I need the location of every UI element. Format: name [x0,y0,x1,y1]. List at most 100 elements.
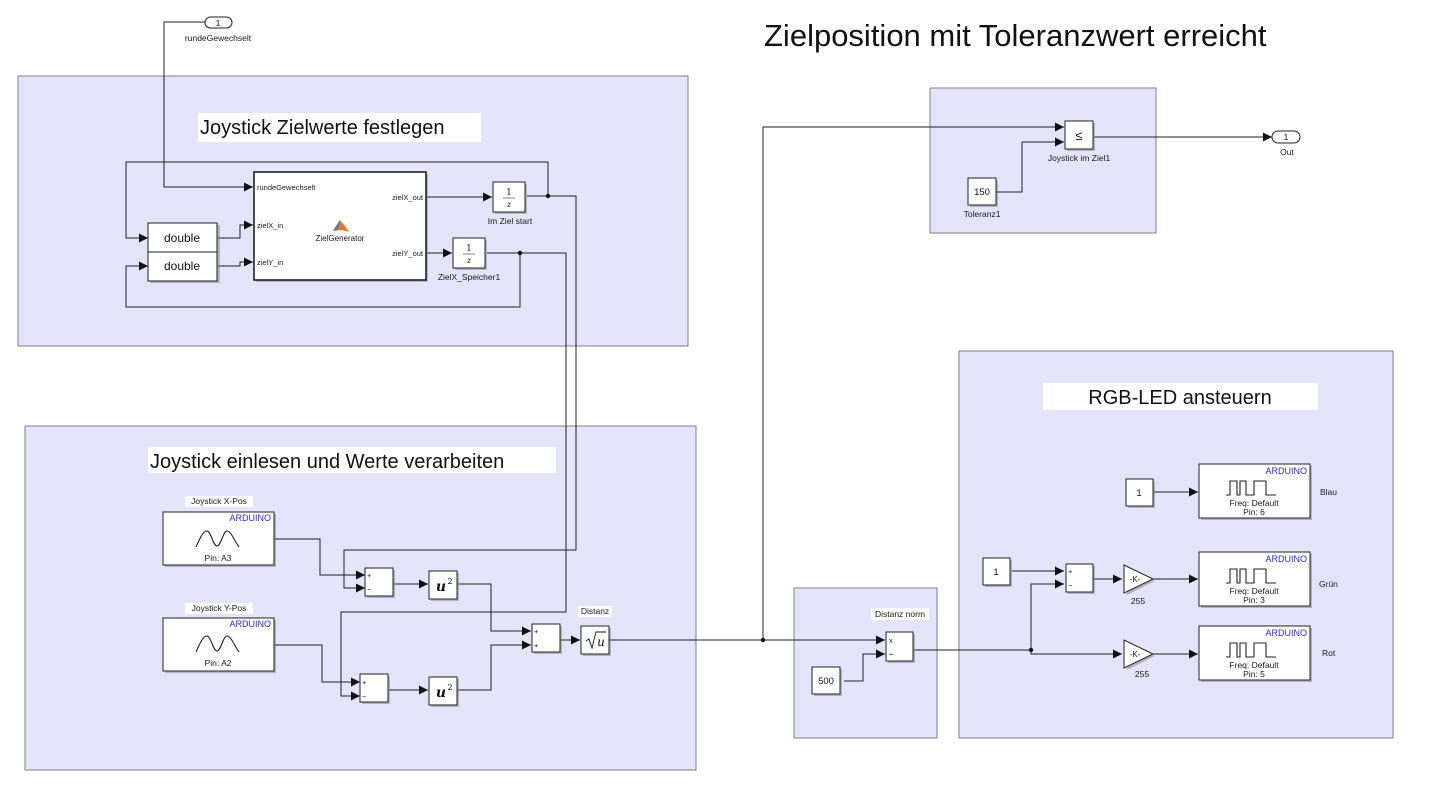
svg-text:u: u [597,635,605,649]
svg-text:Distanz: Distanz [581,606,609,616]
svg-text:1: 1 [993,567,998,578]
svg-text:double: double [164,231,200,245]
svg-text:Pin: 3: Pin: 3 [1243,595,1265,605]
svg-text:ARDUINO: ARDUINO [1265,554,1307,564]
svg-text:1: 1 [466,244,472,254]
svg-text:x: x [889,636,893,645]
svg-text:Pin: A2: Pin: A2 [205,658,232,668]
divide-distanz-norm[interactable]: Distanz norm x ÷ [871,608,929,663]
pwm-blau-label: Blau [1320,487,1337,497]
svg-text:Joystick Y-Pos: Joystick Y-Pos [192,603,247,613]
pwm-gruen[interactable]: ARDUINO Freq: Default Pin: 3 Grün [1198,551,1338,608]
delay-x-label: Im Ziel start [488,216,533,226]
sqrt-distanz-block[interactable]: Distanz u [578,606,612,656]
svg-text:zielY_out: zielY_out [392,249,424,258]
svg-text:1: 1 [216,18,221,28]
svg-text:−: − [362,692,367,701]
svg-text:ARDUINO: ARDUINO [1265,628,1307,638]
svg-text:ARDUINO: ARDUINO [1265,466,1307,476]
svg-text:−: − [1068,581,1073,590]
svg-text:ARDUINO: ARDUINO [229,513,271,523]
svg-text:zielX_in: zielX_in [257,221,283,230]
svg-text:1: 1 [1136,488,1141,499]
analog-input-wave-icon [195,530,240,548]
sum-x-block[interactable]: + − [364,567,395,598]
svg-text:÷: ÷ [889,650,893,659]
sum-total-block[interactable]: + + [531,623,562,654]
outport-out[interactable]: 1 Out [1271,130,1301,157]
svg-text:500: 500 [818,676,834,687]
svg-text:u: u [436,579,446,595]
data-type-conversion-y[interactable]: double [147,251,220,283]
constant-subtrahend[interactable]: 1 [982,557,1012,587]
pwm-rot[interactable]: ARDUINO Freq: Default Pin: 5 Rot [1198,625,1336,682]
constant-500[interactable]: 500 [811,666,842,696]
svg-text:2: 2 [447,683,452,692]
svg-text:Pin: A3: Pin: A3 [205,553,232,563]
svg-text:-K-: -K- [1130,650,1141,659]
data-type-conversion-x[interactable]: double [147,222,220,254]
svg-text:≤: ≤ [1075,128,1082,143]
inport-runde-gewechselt[interactable]: 1 rundeGewechselt [185,16,252,43]
diagram-title: Zielposition mit Toleranzwert erreicht [764,18,1267,53]
area-annotation-rgb: RGB-LED ansteuern [1088,387,1271,409]
sqrt-icon [585,631,606,650]
sum-y-block[interactable]: + − [359,673,390,704]
gain-rot[interactable]: -K- 255 [1123,639,1155,679]
analog-input-joystick-y[interactable]: Joystick Y-Pos ARDUINO Pin: A2 [162,603,276,673]
svg-text:150: 150 [974,187,990,198]
svg-text:−: − [367,585,372,594]
svg-text:z: z [466,256,472,265]
svg-text:Pin: 6: Pin: 6 [1243,507,1265,517]
signal-lines [125,21,1272,701]
square-x-block[interactable]: u 2 [428,570,459,601]
constant-toleranz-label: Toleranz1 [964,209,1001,219]
subtract-block[interactable]: + − [1065,563,1095,594]
gain-rot-value: 255 [1135,669,1149,679]
svg-text:Pin: 5: Pin: 5 [1243,669,1265,679]
svg-text:1: 1 [506,188,512,198]
outport-label: Out [1280,147,1294,157]
svg-text:-K-: -K- [1130,575,1141,584]
analog-input-joystick-x[interactable]: Joystick X-Pos ARDUINO Pin: A3 [162,496,276,567]
pwm-rot-label: Rot [1322,648,1336,658]
svg-text:double: double [164,259,200,273]
svg-text:1: 1 [1284,132,1289,142]
constant-blau[interactable]: 1 [1125,478,1155,508]
compare-label: Joystick im Ziel1 [1048,153,1111,163]
constant-toleranz[interactable]: 150 Toleranz1 [964,177,1001,219]
svg-text:Freq: Default: Freq: Default [1229,498,1279,508]
svg-text:+: + [367,571,372,580]
pwm-wave-icon [1226,642,1276,658]
area-einlesen[interactable]: Joystick einlesen und Werte verarbeiten [24,425,697,771]
area-annotation-zielwerte: Joystick Zielwerte festlegen [200,117,445,139]
square-y-block[interactable]: u 2 [428,676,459,707]
area-tolerance[interactable] [929,87,1157,234]
svg-text:+: + [534,641,539,650]
svg-text:Distanz norm: Distanz norm [875,609,925,619]
compare-joystick-im-ziel[interactable]: ≤ Joystick im Ziel1 [1048,120,1111,163]
delay-y-label: ZielX_Speicher1 [438,272,501,282]
gain-gruen-value: 255 [1131,596,1145,606]
analog-input-wave-icon [195,635,240,653]
svg-text:+: + [1068,567,1073,576]
unit-delay-im-ziel-start[interactable]: 1 z Im Ziel start [488,181,533,226]
svg-text:ARDUINO: ARDUINO [229,619,271,629]
area-rgb[interactable]: RGB-LED ansteuern [958,350,1394,739]
matlab-logo-icon [333,220,349,232]
pwm-gruen-label: Grün [1319,579,1338,589]
svg-text:+: + [362,678,367,687]
svg-text:+: + [534,627,539,636]
inport-label: rundeGewechselt [185,33,252,43]
unit-delay-zielx-speicher1[interactable]: 1 z ZielX_Speicher1 [438,237,501,282]
svg-text:Freq: Default: Freq: Default [1229,660,1279,670]
svg-text:zielX_out: zielX_out [392,193,424,202]
pwm-blau[interactable]: ARDUINO Freq: Default Pin: 6 Blau [1198,463,1337,520]
gain-gruen[interactable]: -K- 255 [1123,564,1155,606]
svg-text:ZielGenerator: ZielGenerator [316,234,365,243]
svg-text:2: 2 [447,577,452,586]
svg-text:Freq: Default: Freq: Default [1229,586,1279,596]
ziel-generator-block[interactable]: rundeGewechselt zielX_in zielY_in zielX_… [253,171,428,282]
svg-text:zielY_in: zielY_in [257,258,283,267]
